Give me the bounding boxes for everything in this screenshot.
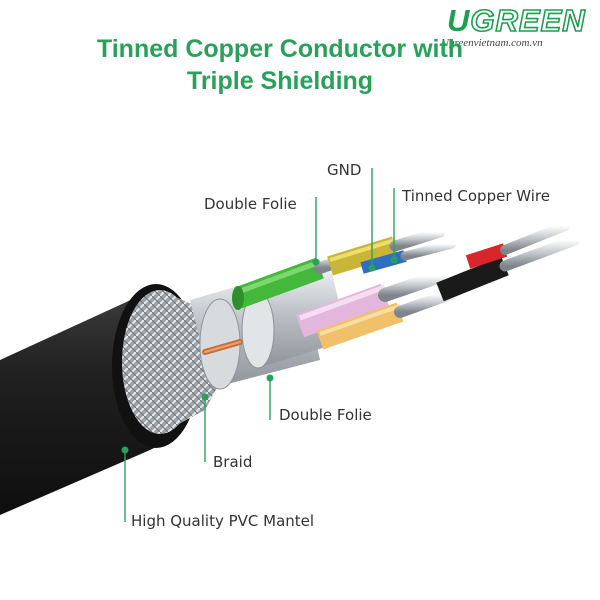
label-braid: Braid xyxy=(213,453,252,471)
label-double-folie-bottom: Double Folie xyxy=(279,406,372,424)
label-tinned-copper-wire: Tinned Copper Wire xyxy=(402,187,550,205)
wire-black xyxy=(440,266,505,292)
page-title-line-2: Triple Shielding xyxy=(40,66,520,96)
label-double-folie-top: Double Folie xyxy=(204,195,297,213)
label-pvc-mantel: High Quality PVC Mantel xyxy=(131,512,314,530)
logo-letters: GREEN xyxy=(470,3,585,38)
page-title-line-1: Tinned Copper Conductor with xyxy=(40,34,520,64)
ugreen-logo: UGREEN xyxy=(447,4,593,38)
label-gnd: GND xyxy=(327,161,361,179)
logo-letter-u: U xyxy=(447,3,470,38)
